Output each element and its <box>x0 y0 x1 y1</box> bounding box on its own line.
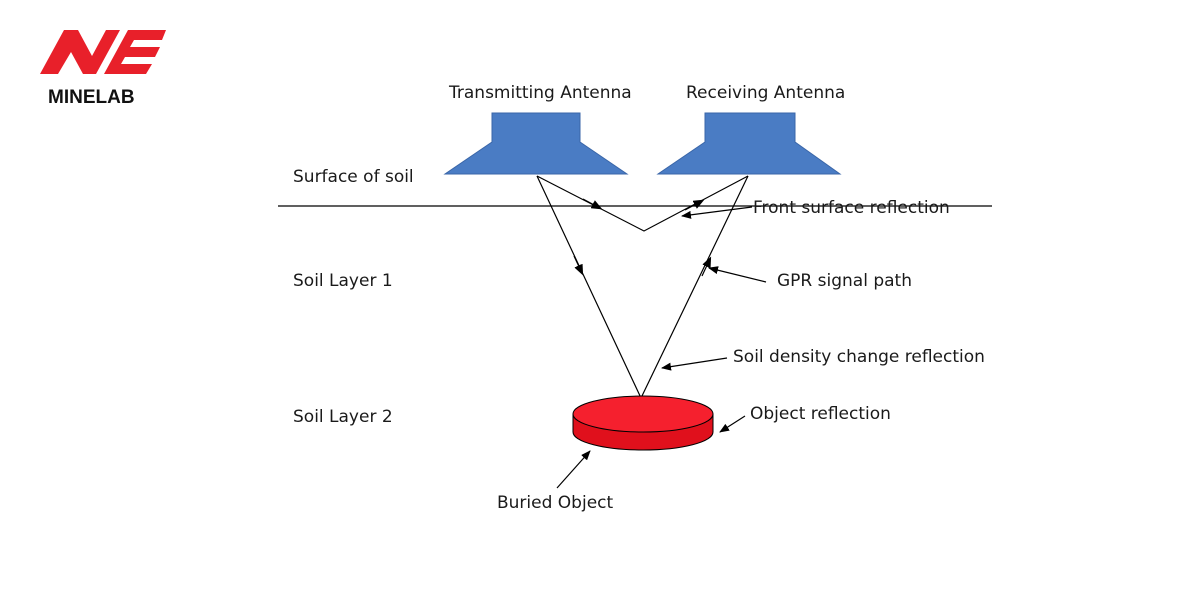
gpr-signal-path-pointer <box>708 266 767 283</box>
soil-layer-1-label: Soil Layer 1 <box>293 271 393 291</box>
object-reflection-label: Object reflection <box>750 404 891 424</box>
front-surface-reflection-path <box>536 175 749 232</box>
gpr-signal-path <box>536 175 749 400</box>
soil-density-reflection-pointer <box>661 357 728 371</box>
minelab-logo: MINELAB <box>40 30 166 108</box>
minelab-logo-mark <box>40 30 166 74</box>
signal-down-arrow <box>573 255 584 276</box>
buried-object-label: Buried Object <box>497 493 614 513</box>
transmitting-antenna-shape <box>443 112 629 175</box>
soil-density-change-reflection-label: Soil density change reflection <box>733 347 985 367</box>
signal-up-arrow <box>701 256 712 277</box>
soil-layer-2-label: Soil Layer 2 <box>293 407 393 427</box>
front-surface-reflection-label: Front surface reflection <box>753 198 950 218</box>
surface-of-soil-label: Surface of soil <box>293 167 414 187</box>
gpr-signal-path-label: GPR signal path <box>777 271 912 291</box>
buried-object-pointer <box>556 450 591 489</box>
receiving-antenna-shape <box>656 112 842 175</box>
object-reflection-pointer <box>719 415 746 433</box>
front-surface-reflection-pointer <box>681 206 753 219</box>
receiving-antenna-label: Receiving Antenna <box>686 83 845 103</box>
front-reflection-down-arrow <box>582 198 603 210</box>
front-reflection-up-arrow <box>684 199 705 211</box>
buried-object-shape <box>572 395 714 451</box>
transmitting-antenna-label: Transmitting Antenna <box>448 83 632 103</box>
brand-name: MINELAB <box>48 87 135 108</box>
